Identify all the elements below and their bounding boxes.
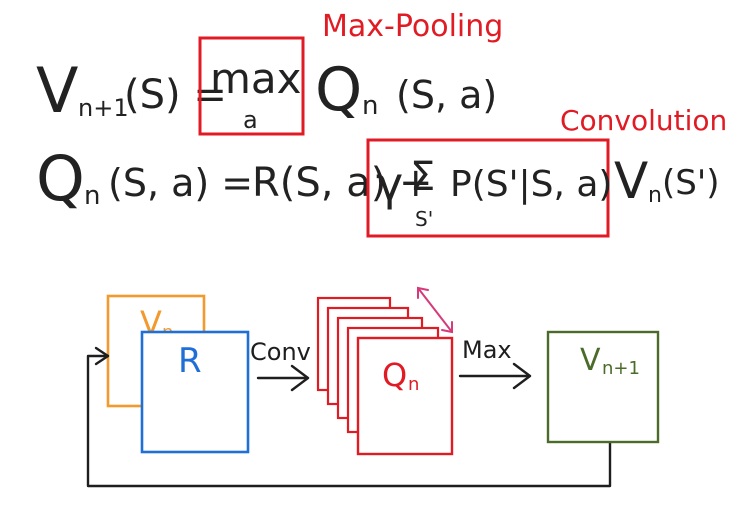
max-arrow-label: Max: [462, 336, 512, 364]
eq2-v-arg: (S'): [662, 163, 719, 203]
eq2-sum-subscript: S': [415, 207, 433, 231]
eq2-v-symbol: V: [614, 152, 648, 210]
max-operator-box: [198, 36, 305, 136]
vn1-block: [546, 330, 660, 444]
eq2-q-symbol: Q: [36, 142, 85, 215]
block-diagram: V n R Conv Q n Max V n+1: [86, 286, 660, 488]
qn-block: [356, 336, 454, 456]
r-block: [140, 330, 250, 454]
convolution-annotation: Convolution: [560, 104, 727, 137]
eq1-q-subscript: n: [362, 91, 378, 121]
vn1-block-subscript: n+1: [602, 358, 640, 379]
eq2-transition-term: P(S'|S, a): [450, 164, 612, 205]
eq2-sum-symbol: Σ: [410, 154, 435, 200]
eq2-v-subscript: n: [648, 183, 662, 208]
vn1-block-label: V: [580, 343, 601, 378]
feedback-arrowhead: [94, 346, 110, 366]
eq2-q-subscript: n: [84, 181, 100, 211]
equation-q-update: Q n (S, a) = R(S, a) + γ Σ S' P(S'|S, a)…: [36, 104, 727, 238]
feedback-loop-line: [86, 354, 612, 488]
max-pooling-annotation: Max-Pooling: [322, 9, 503, 44]
max-arrowhead: [512, 362, 532, 390]
eq1-lhs-arg: (S) =: [124, 72, 227, 118]
qn-block-label: Q: [382, 356, 407, 394]
eq2-gamma: γ: [376, 157, 403, 211]
eq1-max-operator: max: [210, 54, 302, 103]
eq1-q-symbol: Q: [315, 55, 362, 125]
r-block-label: R: [178, 341, 202, 381]
convolution-box: [366, 138, 610, 238]
stack-depth-arrowhead-bottom: [441, 321, 453, 334]
stack-depth-arrow: [417, 287, 453, 333]
eq1-max-subscript: a: [243, 106, 258, 134]
eq1-v-subscript: n+1: [78, 94, 129, 122]
stack-depth-arrowhead-top: [417, 286, 429, 299]
conv-arrowhead: [290, 364, 310, 392]
qn-block-subscript: n: [408, 374, 419, 395]
conv-arrow-label: Conv: [250, 338, 311, 366]
equation-v-update: V n+1 (S) = max a Q n (S, a) Max-Pooling: [36, 9, 503, 136]
eq1-rhs-arg: (S, a): [396, 73, 497, 117]
eq2-reward-term: R(S, a) +: [252, 160, 433, 206]
eq2-lhs-arg: (S, a) =: [108, 161, 253, 205]
eq1-v-symbol: V: [36, 54, 78, 127]
